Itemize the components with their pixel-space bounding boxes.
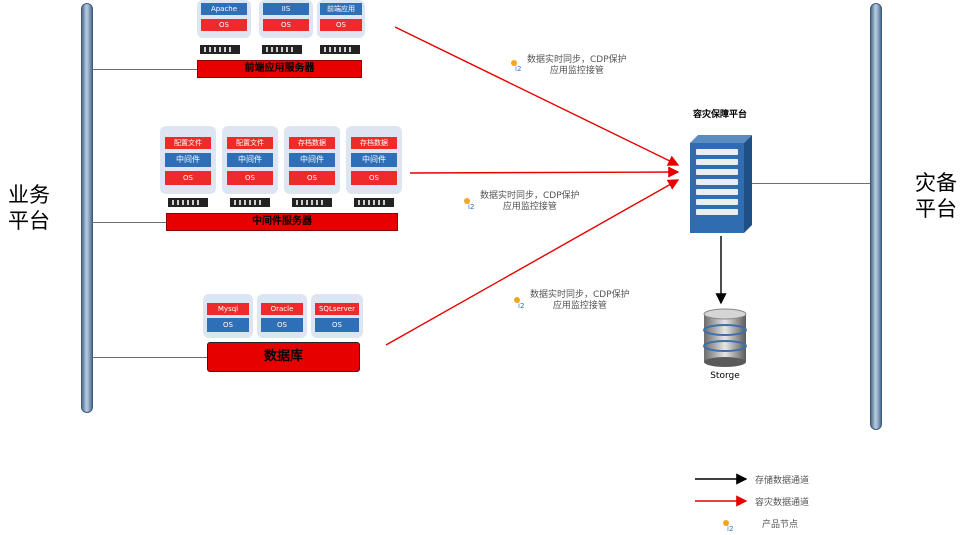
os-label: OS (207, 318, 249, 332)
os-label: OS (201, 19, 247, 31)
database-link-arrow (385, 179, 680, 346)
os-label: OS (320, 19, 362, 31)
server-rack-icon (168, 198, 208, 207)
config-label: 配置文件 (227, 137, 273, 149)
os-label: OS (261, 318, 303, 332)
disaster-platform-pillar (870, 3, 882, 430)
app-label: Apache (201, 3, 247, 15)
business-platform-label: 业务 平台 (8, 182, 50, 234)
legend-product-node: 产品节点 (762, 520, 799, 530)
storage-label: Storge (710, 371, 740, 381)
app-label: IIS (263, 3, 309, 15)
middleware-label: 中间件 (289, 153, 335, 167)
middleware-label: 中间件 (227, 153, 273, 167)
link-text: 数据实时同步，CDP保护 应用监控接管 (480, 191, 580, 213)
disaster-platform-line-1: 灾备 (915, 171, 957, 195)
db-label: Oracle (261, 303, 303, 315)
database-connector (91, 357, 207, 358)
archive-label: 存档数据 (289, 137, 335, 149)
platform-title: 容灾保障平台 (692, 110, 747, 120)
svg-text:i2: i2 (727, 525, 733, 532)
server-rack-icon (230, 198, 270, 207)
business-platform-line-1: 业务 (8, 183, 50, 207)
server-rack-icon (262, 45, 302, 54)
middleware-label: 中间件 (165, 153, 211, 167)
link-line-2: 应用监控接管 (502, 202, 557, 212)
frontend-link-arrow (394, 26, 680, 166)
disaster-connector (752, 183, 870, 184)
db-label: SQLserver (315, 303, 359, 315)
svg-text:i2: i2 (515, 65, 521, 72)
i2-logo-icon: i2 (464, 198, 474, 210)
app-label: 前端应用 (320, 3, 362, 15)
archive-label: 存档数据 (351, 137, 397, 149)
legend-i2-logo-icon: i2 (723, 520, 733, 532)
middleware-label: 中间件 (351, 153, 397, 167)
middleware-server-title: 中间件服务器 (166, 213, 398, 231)
link-line-1: 数据实时同步，CDP保护 (530, 290, 630, 300)
server-rack-icon (200, 45, 240, 54)
frontend-server-title: 前端应用服务器 (197, 60, 362, 78)
svg-text:i2: i2 (518, 302, 524, 309)
disaster-platform-line-2: 平台 (915, 197, 957, 221)
os-label: OS (263, 19, 309, 31)
i2-logo-icon: i2 (514, 297, 524, 309)
business-platform-line-2: 平台 (8, 209, 50, 233)
disaster-platform-label: 灾备 平台 (915, 170, 957, 222)
link-text: 数据实时同步，CDP保护 应用监控接管 (527, 55, 627, 77)
os-label: OS (227, 171, 273, 185)
link-line-2: 应用监控接管 (549, 66, 604, 76)
server-rack-icon (292, 198, 332, 207)
server-rack-icon (354, 198, 394, 207)
link-line-1: 数据实时同步，CDP保护 (527, 55, 627, 65)
middleware-link-arrow (409, 166, 680, 178)
config-label: 配置文件 (165, 137, 211, 149)
os-label: OS (289, 171, 335, 185)
link-line-1: 数据实时同步，CDP保护 (480, 191, 580, 201)
middleware-connector (91, 222, 166, 223)
business-platform-pillar (81, 3, 93, 413)
database-title: 数据库 (207, 342, 360, 372)
frontend-connector (91, 69, 197, 70)
link-line-2: 应用监控接管 (552, 301, 607, 311)
legend-dr-channel: 容灾数据通道 (755, 498, 810, 508)
os-label: OS (315, 318, 359, 332)
legend-storage-channel: 存储数据通道 (755, 476, 810, 486)
i2-logo-icon: i2 (511, 60, 521, 72)
svg-text:i2: i2 (468, 203, 474, 210)
storage-cylinder-icon (703, 308, 747, 367)
os-label: OS (351, 171, 397, 185)
server-rack-icon (320, 45, 360, 54)
server-tower-icon (690, 135, 752, 233)
db-label: Mysql (207, 303, 249, 315)
link-text: 数据实时同步，CDP保护 应用监控接管 (530, 290, 630, 312)
os-label: OS (165, 171, 211, 185)
